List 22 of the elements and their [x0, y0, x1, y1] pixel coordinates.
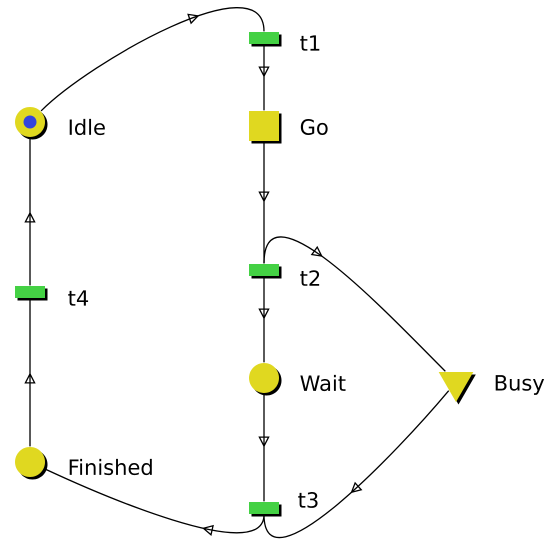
node-label: t3	[298, 492, 318, 508]
node-label: Busy	[496, 375, 544, 395]
node-label: t4	[68, 290, 88, 306]
node-label: Wait	[300, 374, 346, 392]
place-circle	[15, 447, 48, 480]
node-label: Idle	[70, 118, 105, 136]
place-triangle	[438, 372, 476, 404]
arrow	[263, 390, 450, 538]
transition-bar	[249, 264, 282, 278]
node-label: Go	[300, 119, 328, 135]
transition-bar	[249, 32, 282, 46]
node-label: t1	[300, 35, 320, 51]
arrow	[263, 236, 446, 372]
transition-bar	[15, 286, 48, 300]
arrow	[44, 468, 265, 536]
place-circle	[15, 107, 48, 140]
place-square	[249, 111, 282, 144]
place-circle	[249, 363, 282, 396]
node-label: t2	[300, 270, 320, 286]
node-label: Finished	[70, 458, 152, 476]
transition-bar	[249, 502, 282, 516]
arrow	[40, 7, 265, 112]
